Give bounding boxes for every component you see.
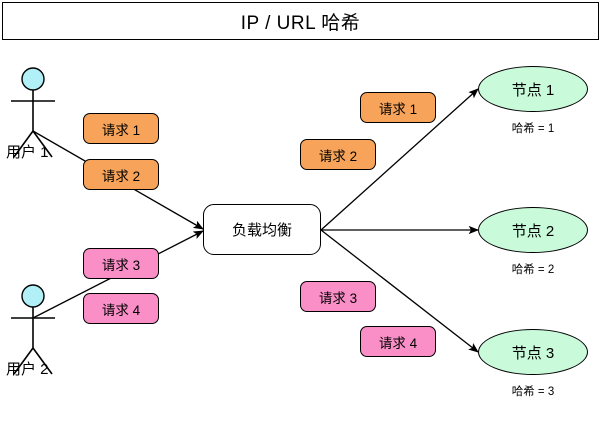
outgoing-request-box-2[interactable]: 请求 2: [300, 139, 376, 170]
outgoing-request-box-3[interactable]: 请求 3: [300, 281, 376, 312]
node-3-label: 节点 3: [511, 344, 555, 362]
outgoing-request-box-1[interactable]: 请求 1: [360, 92, 436, 123]
title-bar: IP / URL 哈希: [2, 2, 599, 40]
node-3[interactable]: 节点 3: [478, 329, 588, 375]
node-3-hash-label: 哈希 = 3: [511, 386, 555, 398]
node-1-hash-label: 哈希 = 1: [511, 123, 555, 135]
node-2-hash-label: 哈希 = 2: [511, 264, 555, 276]
node-2-label: 节点 2: [511, 222, 555, 240]
node-2[interactable]: 节点 2: [478, 207, 588, 253]
actor-label-user-1: 用户 1: [6, 144, 49, 161]
node-1-label: 节点 1: [511, 81, 555, 99]
outgoing-request-box-4[interactable]: 请求 4: [360, 326, 436, 357]
load-balancer-node[interactable]: 负载均衡: [203, 204, 321, 255]
actor-label-user-2: 用户 2: [6, 361, 49, 378]
incoming-request-box-3[interactable]: 请求 3: [83, 248, 159, 279]
incoming-request-box-1[interactable]: 请求 1: [83, 113, 159, 144]
incoming-request-box-4[interactable]: 请求 4: [83, 293, 159, 324]
node-1[interactable]: 节点 1: [478, 66, 588, 112]
load-balancer-label: 负载均衡: [231, 222, 292, 239]
incoming-request-box-2[interactable]: 请求 2: [83, 159, 159, 190]
page-title: IP / URL 哈希: [240, 12, 361, 34]
